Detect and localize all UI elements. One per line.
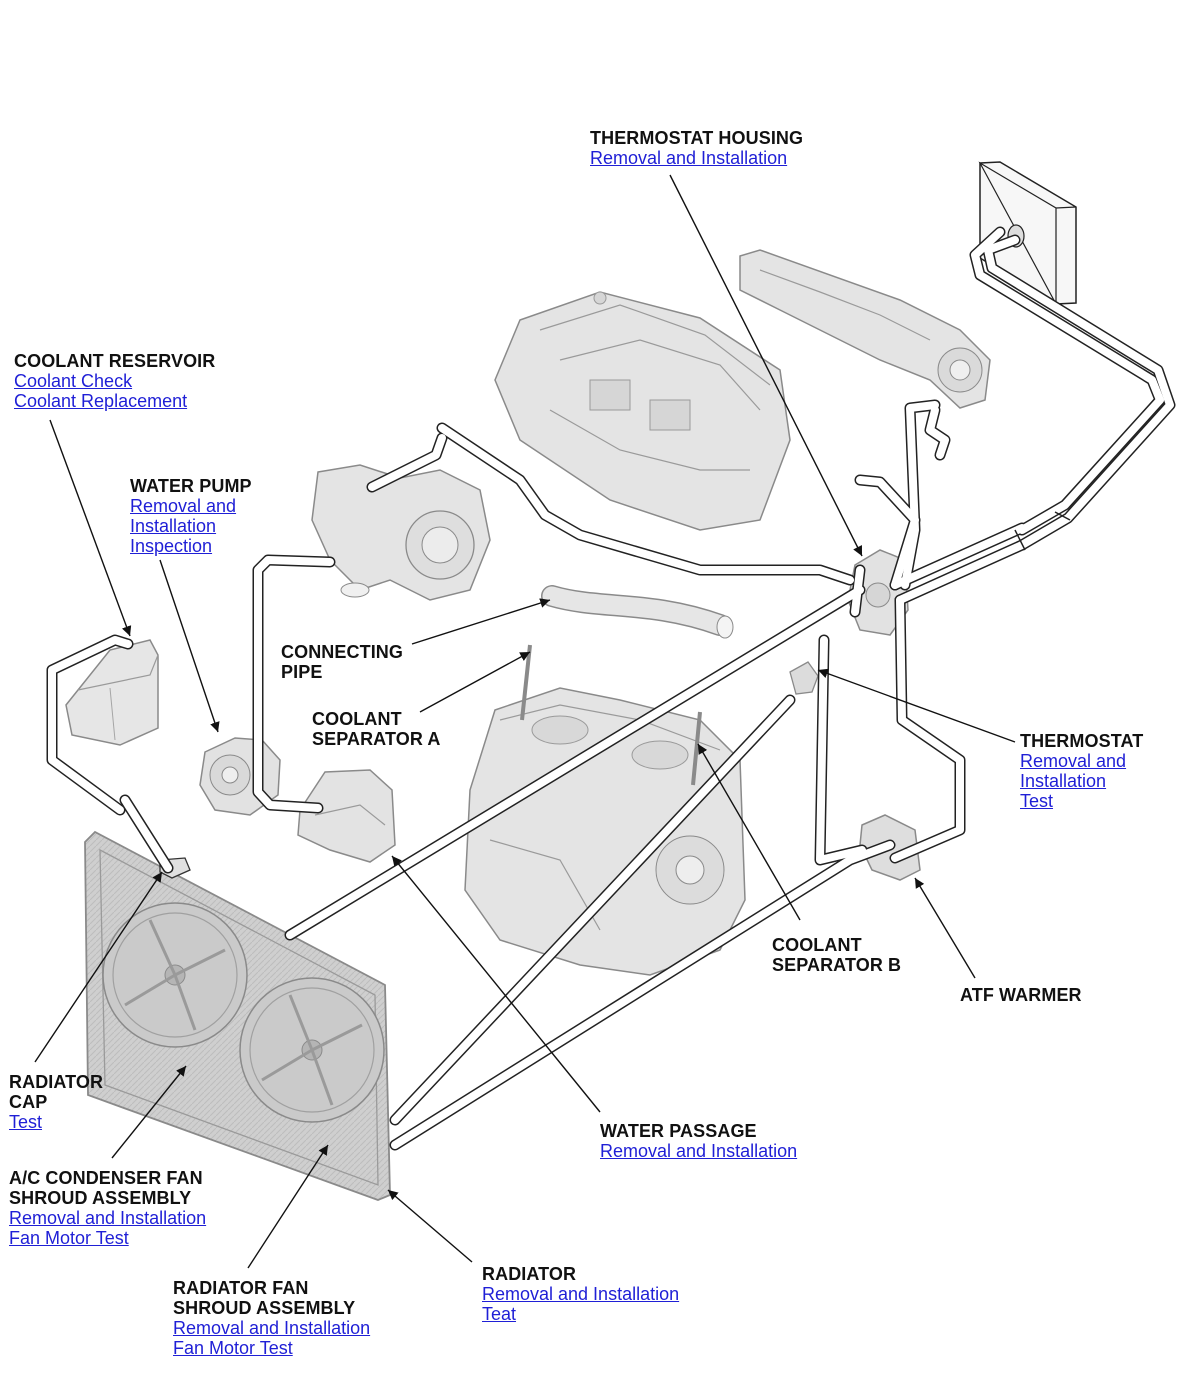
leader-coolant-separator-a [419,651,531,713]
thermostat-removal-link[interactable]: Removal and Installation [1020,751,1127,791]
water-pump-title: WATER PUMP [130,476,252,496]
intake-manifold [739,249,991,409]
coolant-hoses [46,226,1176,1151]
leader-coolant-separator-b [697,743,801,921]
leader-connecting-pipe [411,598,551,645]
callout-thermostat-housing: THERMOSTAT HOUSING Removal and Installat… [590,128,803,168]
callout-coolant-reservoir: COOLANT RESERVOIR Coolant Check Coolant … [14,351,215,411]
ac-condenser-fan-removal-link[interactable]: Removal and Installation [9,1208,207,1228]
callout-ac-condenser-fan-shroud: A/C CONDENSER FAN SHROUD ASSEMBLY Remova… [9,1168,206,1248]
leader-radiator [387,1189,473,1263]
water-pump-removal-link[interactable]: Removal and Installation [130,496,237,536]
callout-radiator-cap: RADIATOR CAP Test [9,1072,103,1132]
leader-thermostat [817,668,1016,743]
connecting-pipe-title: CONNECTING PIPE [281,642,403,682]
thermostat-part [789,661,819,695]
callout-radiator-fan-shroud: RADIATOR FAN SHROUD ASSEMBLY Removal and… [173,1278,370,1358]
engine-block [464,644,746,976]
water-passage-title: WATER PASSAGE [600,1121,757,1141]
callout-coolant-separator-a: COOLANT SEPARATOR A [312,709,440,749]
thermostat-housing-removal-link[interactable]: Removal and Installation [590,148,788,168]
thermostat-title: THERMOSTAT [1020,731,1144,751]
ac-condenser-fan-motor-test-link[interactable]: Fan Motor Test [9,1228,129,1248]
thermostat-test-link[interactable]: Test [1020,791,1054,811]
radiator-fan-shroud-title: RADIATOR FAN SHROUD ASSEMBLY [173,1278,356,1318]
radiator-teat-link[interactable]: Teat [482,1304,517,1324]
ac-condenser-fan-shroud-title: A/C CONDENSER FAN SHROUD ASSEMBLY [9,1168,203,1208]
coolant-replacement-link[interactable]: Coolant Replacement [14,391,188,411]
leader-radiator-fan-shroud [247,1144,329,1269]
callout-thermostat: THERMOSTAT Removal and Installation Test [1020,731,1143,811]
thermostat-housing-title: THERMOSTAT HOUSING [590,128,804,148]
atf-warmer-title: ATF WARMER [960,985,1082,1005]
coolant-separator-a-title: COOLANT SEPARATOR A [312,709,441,749]
coolant-separator-b-title: COOLANT SEPARATOR B [772,935,902,975]
leader-coolant-reservoir [49,419,132,637]
leader-atf-warmer [914,877,976,979]
callout-coolant-separator-b: COOLANT SEPARATOR B [772,935,901,975]
leader-water-passage [391,855,601,1113]
leader-lines [34,174,1016,1269]
coolant-reservoir-title: COOLANT RESERVOIR [14,351,216,371]
water-passage-part [297,769,396,863]
callout-connecting-pipe: CONNECTING PIPE [281,642,403,682]
radiator-title: RADIATOR [482,1264,577,1284]
water-pump-inspection-link[interactable]: Inspection [130,536,213,556]
cylinder-head [494,291,791,531]
radiator-removal-link[interactable]: Removal and Installation [482,1284,680,1304]
callout-atf-warmer: ATF WARMER [960,985,1082,1005]
leader-thermostat-housing [669,174,863,557]
radiator-cap-test-link[interactable]: Test [9,1112,43,1132]
callout-radiator: RADIATOR Removal and Installation Teat [482,1264,679,1324]
leader-radiator-cap [34,871,163,1063]
water-passage-removal-link[interactable]: Removal and Installation [600,1141,798,1161]
radiator-fan-motor-test-link[interactable]: Fan Motor Test [173,1338,293,1358]
connecting-pipe-part [541,585,734,639]
callout-water-passage: WATER PASSAGE Removal and Installation [600,1121,797,1161]
leader-water-pump [159,559,220,733]
turbocharger-housing [311,464,491,601]
coolant-check-link[interactable]: Coolant Check [14,371,133,391]
radiator-part [84,830,391,1201]
radiator-fan-removal-link[interactable]: Removal and Installation [173,1318,371,1338]
radiator-cap-title: RADIATOR CAP [9,1072,104,1112]
callout-water-pump: WATER PUMP Removal and Installation Insp… [130,476,252,556]
leader-ac-condenser-fan-shroud [111,1065,187,1159]
